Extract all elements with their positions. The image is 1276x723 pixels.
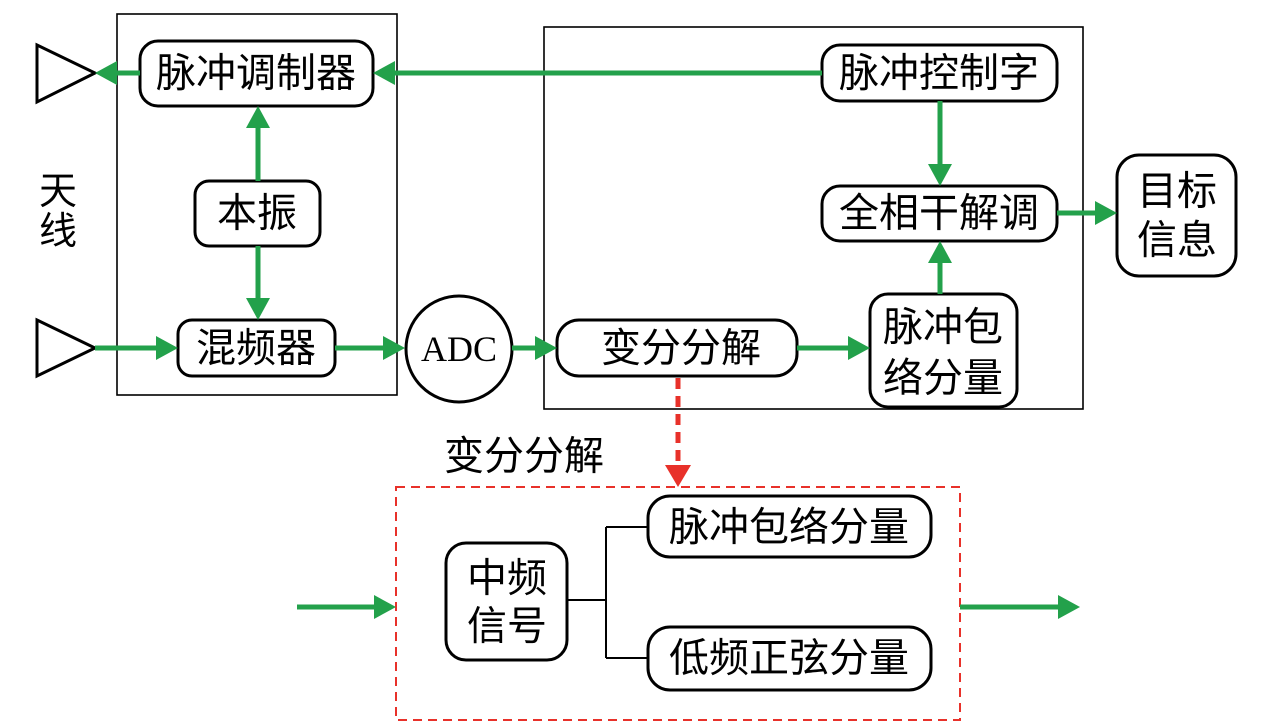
pulse-modulator-label: 脉冲调制器 [156, 51, 356, 96]
pulse-control-word-label: 脉冲控制字 [839, 51, 1039, 96]
rf-front-end-frame [116, 13, 398, 396]
low-freq-sine-label: 低频正弦分量 [669, 636, 909, 681]
if-signal-block [444, 541, 569, 662]
detail-title: 变分分解 [444, 434, 604, 479]
receive-antenna-icon [35, 317, 99, 379]
signal-processor-frame [543, 26, 1084, 410]
detail-pulse-envelope-label: 脉冲包络分量 [669, 505, 909, 550]
antenna-label-line-1: 天 [39, 171, 77, 213]
if-signal-label-line-2: 信号 [467, 604, 547, 649]
adc-label: ADC [421, 329, 497, 369]
mixer-label: 混频器 [196, 326, 316, 371]
transmit-antenna-icon [35, 42, 99, 105]
pulse-envelope-block [868, 292, 1019, 409]
target-info-label-line-1: 目标 [1137, 169, 1217, 214]
local-oscillator-label: 本振 [217, 191, 297, 236]
low-freq-sine-block [646, 625, 933, 692]
target-info-block [1115, 153, 1238, 278]
variational-decomposition-label: 变分分解 [601, 326, 761, 371]
target-info-label-line-2: 信息 [1137, 218, 1217, 263]
if-signal-label-line-1: 中频 [467, 556, 547, 601]
detail-pulse-envelope-block [646, 494, 933, 559]
coherent-demodulation-label: 全相干解调 [839, 191, 1039, 236]
pulse-envelope-label-line-2: 络分量 [883, 356, 1003, 401]
decomposition-detail-frame [395, 486, 961, 721]
antenna-label-line-2: 线 [39, 211, 77, 253]
pulse-envelope-label-line-1: 脉冲包 [883, 305, 1003, 350]
